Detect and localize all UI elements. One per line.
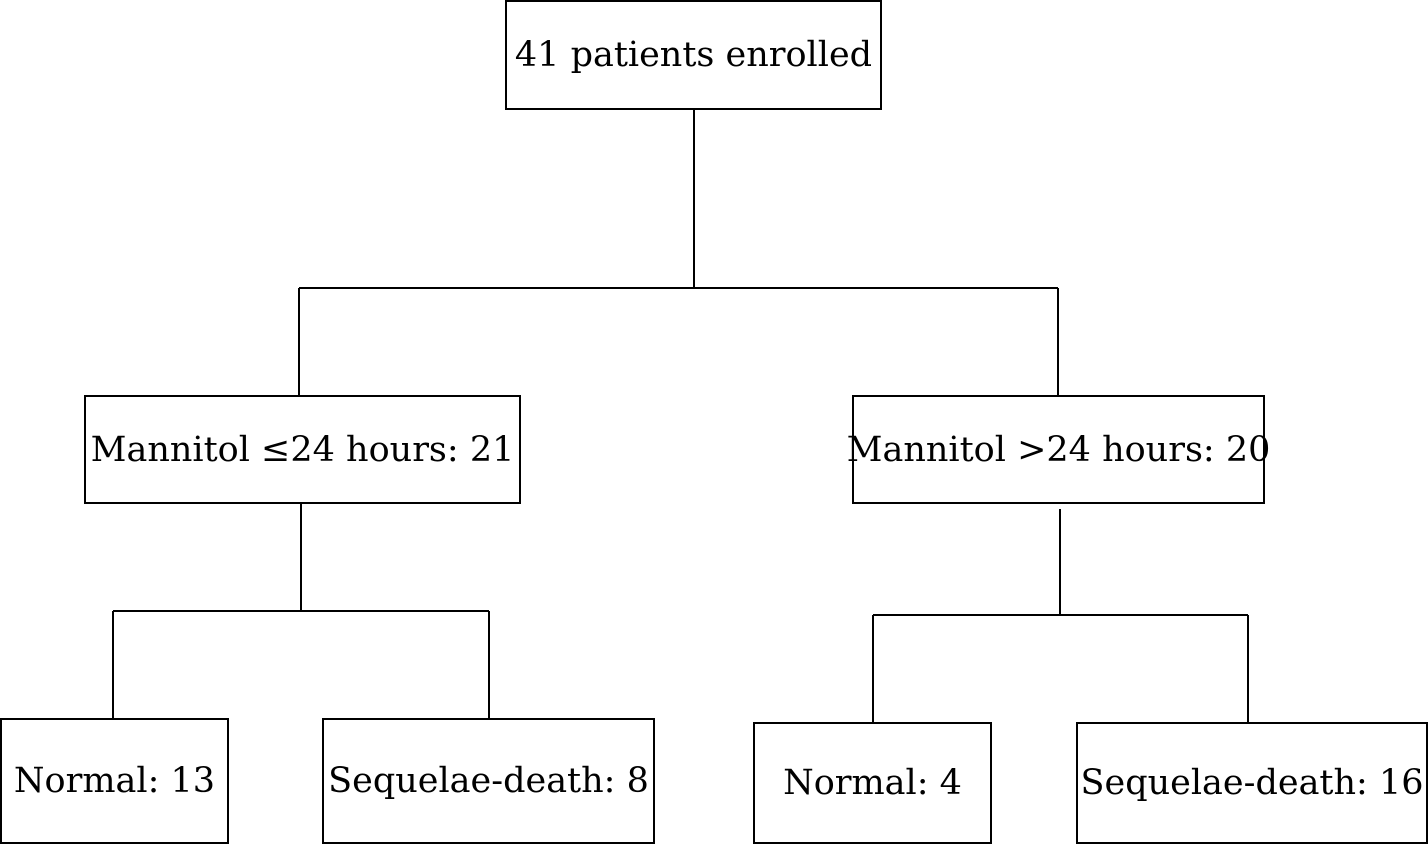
short-normal-outcome-box: Normal: 13	[0, 718, 229, 844]
short-sequelae-outcome-box: Sequelae-death: 8	[322, 718, 655, 844]
long-sequelae-outcome-box: Sequelae-death: 16	[1076, 722, 1428, 844]
enrolled-label: 41 patients enrolled	[514, 35, 873, 75]
long-normal-outcome-label: Normal: 4	[783, 763, 962, 803]
mannitol-long-group-box: Mannitol >24 hours: 20	[847, 395, 1270, 504]
mannitol-long-group-label: Mannitol >24 hours: 20	[846, 429, 1271, 470]
mannitol-short-group-label: Mannitol ≤24 hours: 21	[90, 429, 515, 470]
long-normal-outcome-box: Normal: 4	[753, 722, 992, 844]
short-sequelae-outcome-label: Sequelae-death: 8	[328, 761, 649, 801]
short-normal-outcome-label: Normal: 13	[13, 761, 216, 801]
mannitol-short-group-box: Mannitol ≤24 hours: 21	[84, 395, 521, 504]
enrolled-box: 41 patients enrolled	[505, 0, 882, 110]
long-sequelae-outcome-label: Sequelae-death: 16	[1080, 763, 1424, 803]
